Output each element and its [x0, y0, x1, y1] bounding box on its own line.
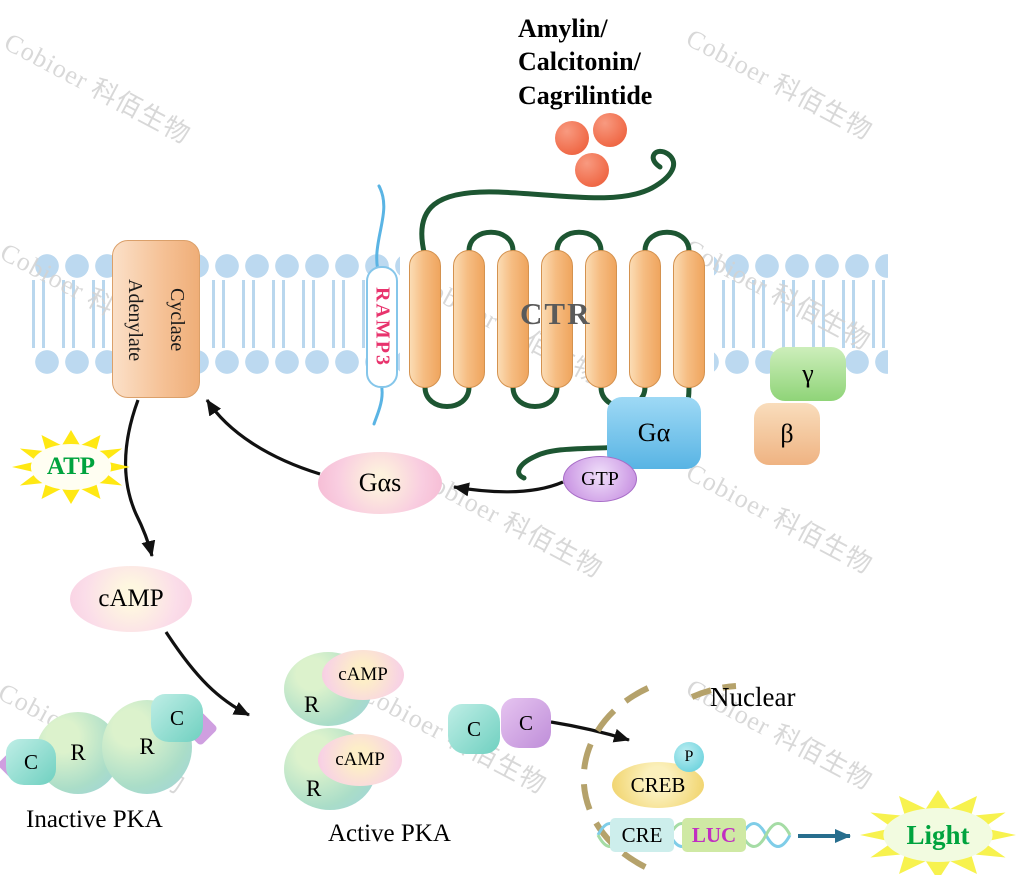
ctr-helix	[453, 250, 485, 388]
arrow-c-to-nucleus	[550, 720, 630, 743]
ctr-helix	[629, 250, 661, 388]
receptor-n-terminus	[419, 148, 676, 259]
light-label: Light	[906, 819, 970, 850]
r-label: R	[304, 692, 320, 717]
gamma-subunit: γ	[770, 347, 846, 401]
camp-bound: cAMP	[322, 650, 404, 700]
nuclear-label: Nuclear	[710, 682, 796, 712]
beta-label: β	[780, 419, 794, 448]
ctr-helix	[585, 250, 617, 388]
adenylate-cyclase: Adenylate Cyclase	[112, 240, 200, 398]
phospho-badge: P	[674, 742, 704, 772]
atp-star	[12, 430, 130, 504]
gamma-label: γ	[802, 359, 814, 388]
star-center	[30, 444, 112, 490]
c-label: C	[466, 716, 481, 741]
inactive-pka-label: Inactive PKA	[26, 806, 163, 833]
camp-molecule: cAMP	[70, 566, 192, 632]
luc-label: LUC	[691, 822, 737, 847]
ligand-particle	[593, 113, 627, 147]
ligand-title: Amylin/ Calcitonin/ Cagrilintide	[518, 12, 652, 112]
c-label: C	[169, 705, 184, 730]
c-label: C	[518, 710, 533, 735]
creb-label: CREB	[630, 772, 686, 797]
catalytic-subunit: C	[151, 694, 203, 742]
ctr-helix	[409, 250, 441, 388]
c-label: C	[23, 749, 38, 774]
active-pka-label: Active PKA	[328, 820, 451, 847]
ctr-helix	[497, 250, 529, 388]
ctr-helix	[673, 250, 705, 388]
beta-subunit: β	[754, 403, 820, 465]
camp-bound: cAMP	[318, 734, 402, 786]
g-alpha-label: Gα	[637, 418, 671, 447]
ctr-label: CTR	[520, 296, 592, 331]
ramp3-label: RAMP3	[366, 266, 398, 388]
ligand-particle	[575, 153, 609, 187]
light-star	[860, 790, 1016, 875]
watermark: Cobioer 科佰生物	[681, 23, 878, 146]
catalytic-subunit: C	[448, 704, 500, 754]
ligand-particle	[555, 121, 589, 155]
camp-bound-label: cAMP	[338, 664, 388, 685]
gtp-label: GTP	[581, 467, 619, 490]
watermark: Cobioer 科佰生物	[681, 457, 878, 580]
g-alpha-subunit: Gα	[607, 397, 701, 469]
arrow-gas-to-ac	[205, 399, 321, 476]
ligand-line: Amylin/	[518, 14, 608, 43]
atp-label: ATP	[46, 453, 96, 480]
light-burst: Light	[860, 790, 1016, 875]
r-label: R	[306, 776, 322, 801]
r-label: R	[139, 734, 155, 759]
gtp-molecule: GTP	[563, 456, 637, 502]
cre-label: CRE	[621, 822, 663, 847]
camp-bound-label: cAMP	[335, 749, 385, 770]
catalytic-subunit: C	[501, 698, 551, 748]
camp-label: cAMP	[98, 585, 164, 612]
g-alpha-s: Gαs	[318, 452, 442, 514]
g-alpha-s-label: Gαs	[358, 468, 402, 497]
luc-reporter: LUC	[682, 818, 746, 852]
cre-element: CRE	[610, 818, 674, 852]
ligand-line: Cagrilintide	[518, 80, 653, 110]
atp-burst: ATP	[12, 430, 130, 504]
ramp3-text: RAMP3	[371, 287, 394, 367]
star-center	[883, 808, 993, 862]
catalytic-subunit: C	[6, 739, 56, 785]
adenylate-cyclase-label: Adenylate Cyclase	[124, 278, 188, 362]
ctr-receptor	[400, 246, 714, 392]
ligand-line: Calcitonin/	[518, 47, 641, 77]
r-label: R	[70, 740, 86, 765]
watermark: Cobioer 科佰生物	[0, 27, 196, 150]
phospho-label: P	[684, 748, 694, 765]
